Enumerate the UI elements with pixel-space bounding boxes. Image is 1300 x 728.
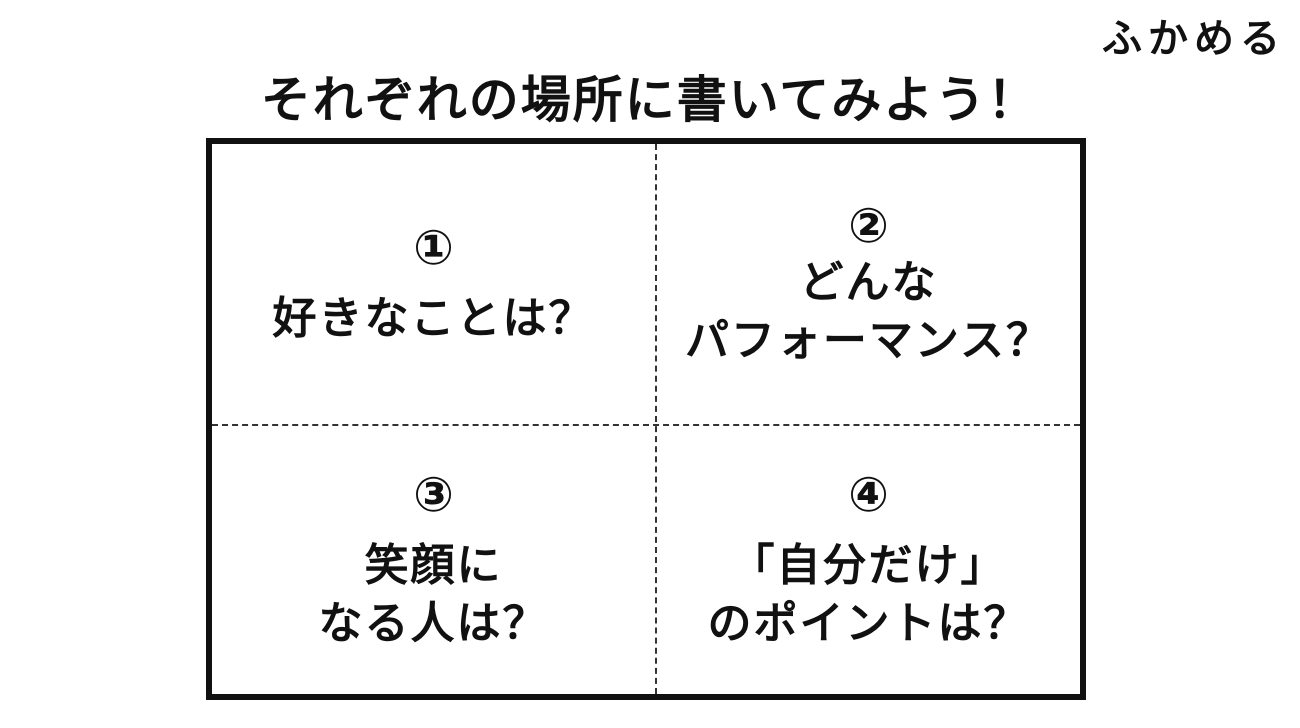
horizontal-divider (212, 424, 1080, 426)
page-title: それぞれの場所に書いてみよう！ (260, 71, 1040, 129)
vertical-divider (655, 144, 657, 694)
quadrant-2-prompt-line-1: どんな (799, 257, 938, 308)
quadrant-4-prompt-line-1: 「自分だけ」 (730, 540, 1007, 591)
quadrant-2: ② どんな パフォーマンス？ (657, 144, 1080, 424)
quadrant-1: ① 好きなことは？ (212, 144, 655, 424)
quadrant-1-number: ① (413, 220, 454, 276)
quadrant-4: ④ 「自分だけ」 のポイントは？ (657, 426, 1080, 694)
quadrant-3-prompt-line-1: 笑顔に (364, 540, 503, 591)
quadrant-2-prompt-line-2: パフォーマンス？ (684, 315, 1053, 366)
quadrant-1-prompt: 好きなことは？ (272, 293, 595, 344)
quadrant-3-number: ③ (413, 467, 454, 523)
quadrant-3-prompt-line-2: なる人は？ (318, 598, 549, 649)
brand-label: ふかめる (1102, 16, 1286, 62)
quadrant-grid: ① 好きなことは？ ② どんな パフォーマンス？ ③ 笑顔に なる人は？ ④ 「… (206, 138, 1086, 700)
quadrant-4-prompt-line-2: のポイントは？ (707, 598, 1030, 649)
quadrant-2-number: ② (848, 198, 889, 254)
quadrant-4-number: ④ (848, 467, 889, 523)
quadrant-3: ③ 笑顔に なる人は？ (212, 426, 655, 694)
